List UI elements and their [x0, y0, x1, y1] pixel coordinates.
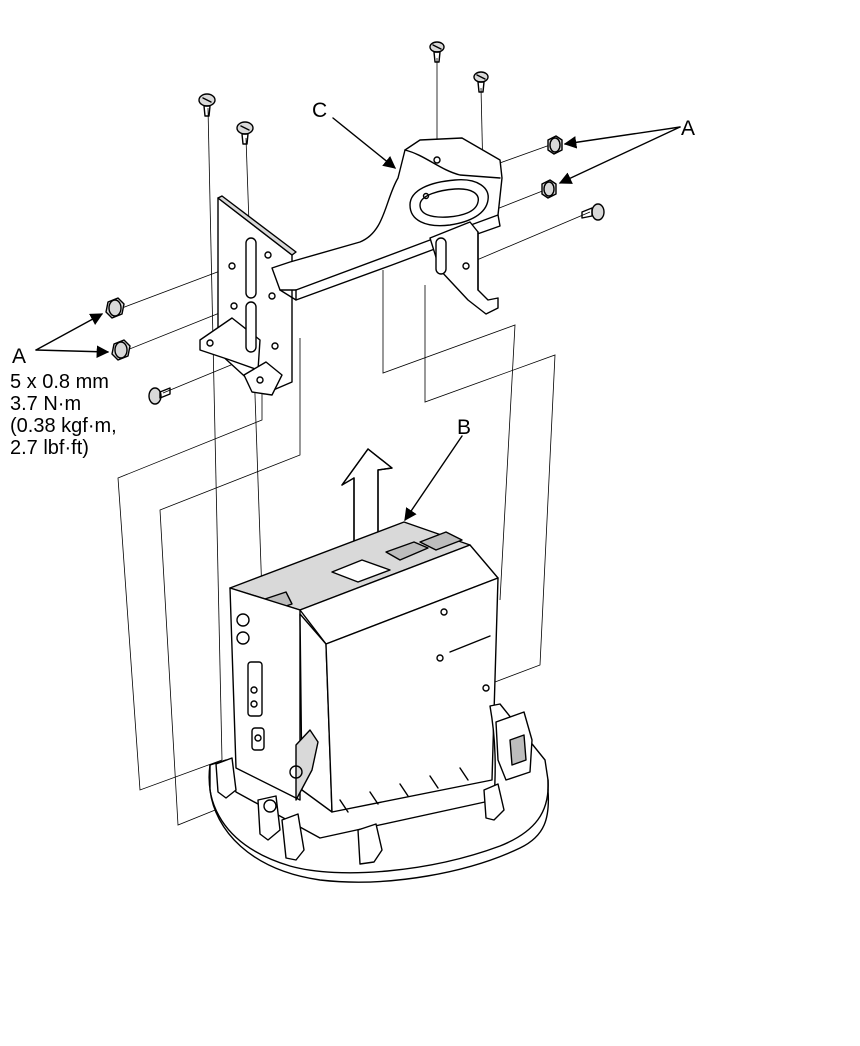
torque-spec: 5 x 0.8 mm 3.7 N·m (0.38 kgf·m, 2.7 lbf·…: [10, 371, 117, 459]
unit-b: [229, 521, 499, 813]
torque-spec-line-2: 3.7 N·m: [10, 393, 82, 415]
screw-top-left-2: [236, 121, 254, 145]
screw-top-right: [473, 71, 489, 93]
screw-right-lower: [581, 203, 605, 221]
bolt-a-right-lower: [541, 179, 557, 199]
torque-spec-line-3: (0.38 kgf·m,: [10, 415, 117, 437]
alignment-guide-lines: [117, 58, 591, 826]
screw-top-left-1: [198, 93, 216, 117]
torque-spec-line-4: 2.7 lbf·ft): [10, 437, 89, 459]
bolt-a-right-upper: [547, 135, 563, 155]
label-a-right: A: [681, 117, 696, 140]
label-c: C: [312, 99, 328, 122]
torque-spec-line-1: 5 x 0.8 mm: [10, 371, 109, 393]
removal-direction-arrow: [341, 448, 393, 571]
label-a-left: A: [12, 345, 27, 368]
bolt-a-left-upper: [105, 297, 125, 319]
bezel-panel: [208, 703, 550, 883]
label-b: B: [457, 416, 472, 439]
screw-left-lower: [148, 387, 171, 405]
bracket-c: [199, 137, 503, 396]
bolt-a-left-lower: [111, 339, 131, 361]
leader-lines: [35, 117, 681, 522]
screw-top-center: [429, 41, 445, 63]
